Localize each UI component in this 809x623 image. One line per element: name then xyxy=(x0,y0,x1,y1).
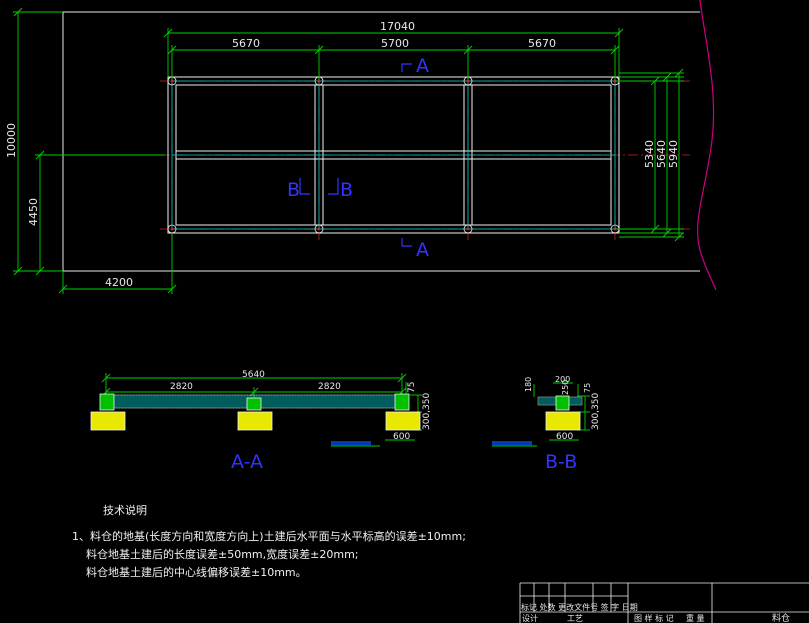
section-marker-b-left: B xyxy=(287,179,300,201)
bb-dim-250: 250 xyxy=(561,380,570,395)
dim-offset-x: 4200 xyxy=(105,276,133,289)
section-marker-a-bottom: A xyxy=(416,239,429,261)
title-block-process: 工艺 xyxy=(567,614,583,623)
dim-span-left: 5670 xyxy=(232,37,260,50)
aa-dim-top: 75 xyxy=(407,382,417,393)
dim-span-middle: 5700 xyxy=(381,37,409,50)
section-aa-title: A-A xyxy=(231,451,263,473)
bb-dim-footing: 600 xyxy=(556,432,573,442)
title-block-weight: 重 量 xyxy=(686,613,705,623)
aa-dim-right-half: 2820 xyxy=(318,382,341,392)
notes-line-1: 1、料仓的地基(长度方向和宽度方向上)土建后水平面与水平标高的误差±10mm; xyxy=(72,529,466,543)
dim-site-width: 10000 xyxy=(5,123,18,158)
notes-line-3: 料仓地基土建后的中心线偏移误差±10mm。 xyxy=(86,565,307,579)
dim-span-right: 5670 xyxy=(528,37,556,50)
site-curve-edge xyxy=(697,0,717,291)
bb-dim-side: 300,350 xyxy=(591,393,601,430)
title-block-row1: 标记 处数 更改文件号 签 字 日期 xyxy=(521,602,638,612)
notes-line-2: 料仓地基土建后的长度误差±50mm,宽度误差±20mm; xyxy=(86,547,359,561)
notes-heading: 技术说明 xyxy=(103,503,147,517)
bb-dim-75: 75 xyxy=(583,383,592,393)
dim-width-1: 5340 xyxy=(643,140,656,168)
section-bb-title: B-B xyxy=(545,451,577,473)
bb-dim-200: 200 xyxy=(555,375,570,384)
aa-dim-footing: 600 xyxy=(393,432,410,442)
dim-total-length: 17040 xyxy=(380,20,415,33)
site-boundary xyxy=(62,11,700,272)
title-block-name: 料仓 xyxy=(772,612,790,623)
title-block-design: 设计 xyxy=(522,613,538,623)
dim-width-3: 5940 xyxy=(667,140,680,168)
section-marker-b-right: B xyxy=(340,179,353,201)
aa-dim-total: 5640 xyxy=(242,370,265,380)
section-bb-drawing xyxy=(492,382,590,447)
dimension-lines xyxy=(13,7,684,294)
title-block-drawing-mark: 图 样 标 记 xyxy=(634,613,674,623)
bb-dim-180: 180 xyxy=(524,377,533,392)
dim-offset-y: 4450 xyxy=(27,198,40,226)
beam-inner-lines xyxy=(171,80,616,230)
aa-dim-left-half: 2820 xyxy=(170,382,193,392)
aa-dim-side: 300,350 xyxy=(422,393,432,430)
title-block xyxy=(519,582,809,623)
section-aa-drawing xyxy=(90,373,422,447)
dim-width-2: 5640 xyxy=(655,140,668,168)
section-marker-a-top: A xyxy=(416,55,429,77)
section-markers xyxy=(299,63,412,247)
